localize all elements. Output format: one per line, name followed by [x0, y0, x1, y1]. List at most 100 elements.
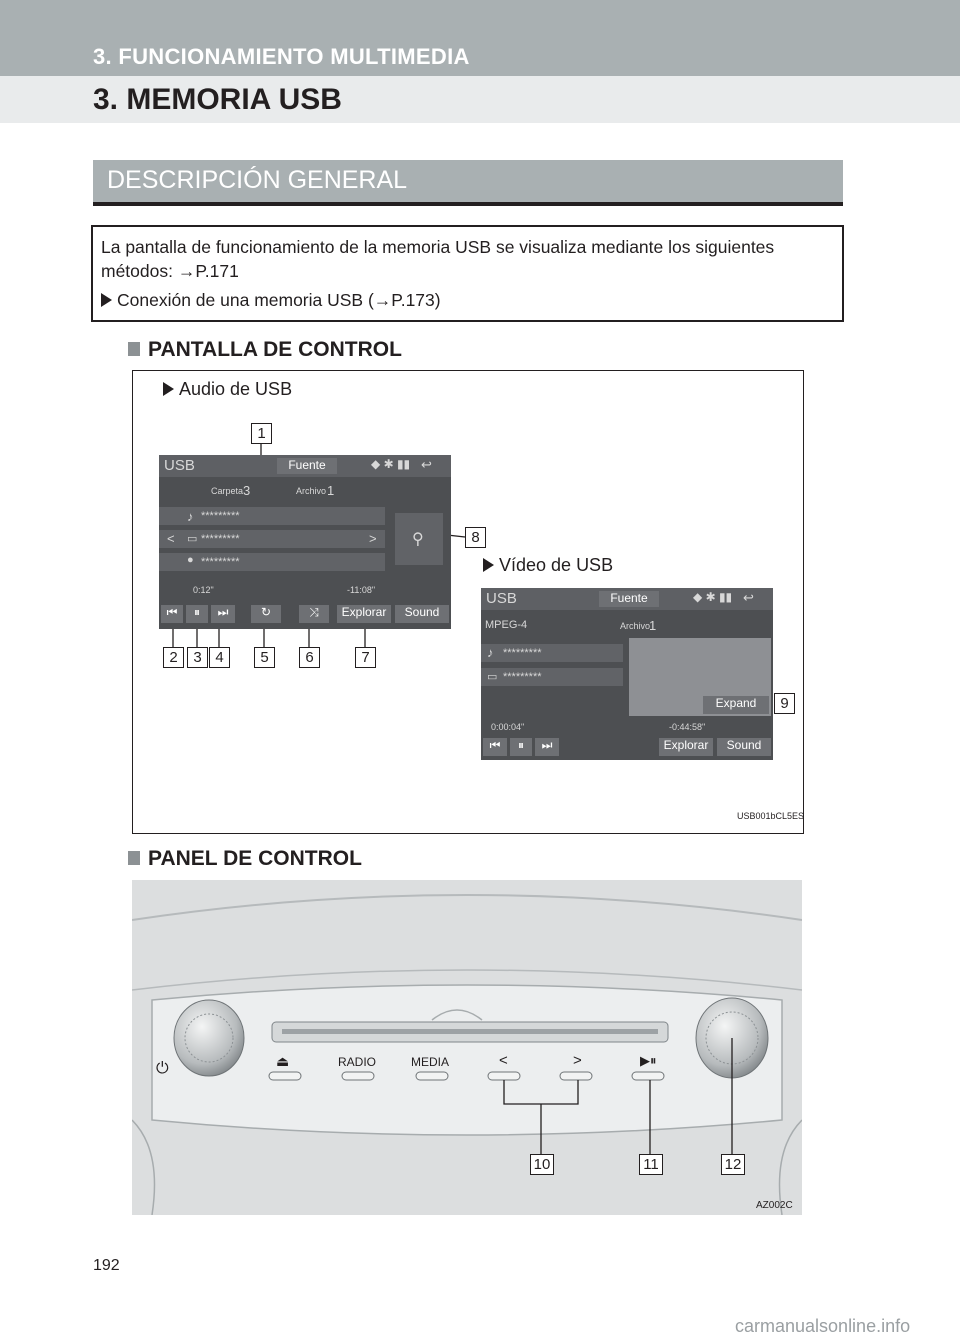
video-track-row-text: *********	[503, 647, 542, 659]
video-file-label: Archivo	[620, 621, 651, 631]
audio-time-remaining: -11:08"	[347, 585, 376, 595]
figure2-code: AZ002C	[756, 1200, 793, 1211]
artist-row[interactable]	[159, 553, 385, 571]
previous-folder-icon[interactable]: <	[167, 531, 175, 546]
callout-1: 1	[251, 423, 272, 444]
video-folder-row[interactable]	[481, 668, 623, 686]
folder-row-text: *********	[201, 533, 240, 545]
usb-icon: ⚲	[412, 531, 424, 548]
topic-title: DESCRIPCIÓN GENERAL	[107, 166, 408, 194]
intro-box: La pantalla de funcionamiento de la memo…	[91, 225, 844, 322]
control-panel-heading-text: PANEL DE CONTROL	[148, 847, 362, 870]
pause-icon[interactable]: ⏸	[186, 605, 208, 623]
audio-source-button[interactable]: Fuente	[277, 458, 337, 474]
music-note-icon: ♪	[187, 509, 194, 524]
video-format: MPEG-4	[485, 619, 528, 631]
callout-3: 3	[187, 647, 208, 668]
figure1-code: USB001bCL5ES	[737, 811, 805, 821]
label-arrow-icon	[483, 558, 494, 572]
back-icon[interactable]: ↩	[743, 590, 754, 605]
play-pause-icon[interactable]: ▶⏸	[640, 1053, 657, 1068]
control-panel-illustration	[132, 894, 802, 1215]
header-band	[0, 0, 960, 76]
video-screen-title: USB	[486, 590, 517, 607]
folder-label: Carpeta	[211, 486, 244, 496]
intro-bullet-text: Conexión de una memoria USB (→P.173)	[117, 290, 441, 310]
repeat-icon[interactable]: ↻	[251, 605, 281, 623]
callout-6: 6	[299, 647, 320, 668]
pause-icon[interactable]: ⏸	[510, 738, 532, 756]
expand-button[interactable]: Expand	[703, 696, 769, 714]
intro-text: La pantalla de funcionamiento de la memo…	[101, 237, 775, 281]
status-icons: ◆ ✱ ▮▮	[371, 457, 411, 471]
next-track-icon[interactable]: ⏭	[535, 738, 559, 756]
video-screen: USB Fuente ◆ ✱ ▮▮ ↩ MPEG-4 Archivo 1 ♪ *…	[481, 588, 773, 760]
callout-2: 2	[163, 647, 184, 668]
square-bullet-icon	[128, 342, 140, 356]
file-label: Archivo	[296, 486, 327, 496]
label-arrow-icon	[163, 382, 174, 396]
screen-figure: Audio de USB 1 USB Fuente ◆ ✱ ▮▮ ↩ Carpe…	[132, 370, 804, 834]
folder-value: 3	[243, 483, 251, 498]
audio-browse-button[interactable]: Explorar	[337, 605, 391, 623]
bullet-arrow-icon	[101, 293, 112, 307]
next-track-icon[interactable]: ⏭	[211, 605, 235, 623]
video-folder-row-text: *********	[503, 671, 542, 683]
callout-4: 4	[209, 647, 230, 668]
video-browse-button[interactable]: Explorar	[659, 738, 713, 756]
title-band	[0, 76, 960, 123]
control-panel-heading: PANEL DE CONTROL	[128, 847, 362, 871]
previous-track-icon[interactable]: ⏮	[161, 605, 183, 623]
control-screen-heading-text: PANTALLA DE CONTROL	[148, 338, 402, 361]
callout-8: 8	[465, 527, 486, 548]
usb-device-image	[395, 513, 443, 565]
track-row[interactable]	[159, 507, 385, 525]
seek-back-icon[interactable]: <	[499, 1052, 508, 1069]
audio-usb-label: Audio de USB	[163, 379, 292, 400]
video-file-value: 1	[649, 618, 657, 633]
callout-12: 12	[721, 1154, 745, 1175]
radio-button[interactable]: RADIO	[338, 1055, 377, 1069]
next-folder-icon[interactable]: >	[369, 531, 377, 546]
power-icon[interactable]: ⏻	[156, 1060, 169, 1077]
folder-row[interactable]	[159, 530, 385, 548]
track-row-text: *********	[201, 510, 240, 522]
audio-screen-title: USB	[164, 457, 195, 474]
audio-sound-button[interactable]: Sound	[395, 605, 449, 623]
callout-5: 5	[254, 647, 275, 668]
eject-icon[interactable]: ⏏	[276, 1053, 290, 1069]
audio-usb-label-text: Audio de USB	[179, 379, 293, 399]
callout-9: 9	[774, 693, 795, 714]
video-time-remaining: -0:44:58"	[669, 722, 706, 732]
file-value: 1	[327, 483, 335, 498]
previous-track-icon[interactable]: ⏮	[483, 738, 507, 756]
callout-10: 10	[530, 1154, 554, 1175]
seek-forward-icon[interactable]: >	[573, 1052, 582, 1069]
video-usb-label: Vídeo de USB	[483, 555, 613, 576]
watermark: carmanualsonline.info	[735, 1316, 911, 1336]
control-screen-heading: PANTALLA DE CONTROL	[128, 338, 402, 362]
media-button[interactable]: MEDIA	[411, 1055, 450, 1069]
video-usb-label-text: Vídeo de USB	[499, 555, 614, 575]
audio-time-elapsed: 0:12"	[193, 585, 214, 595]
intro-bullet: Conexión de una memoria USB (→P.173)	[101, 290, 441, 311]
folder-icon: ▭	[487, 671, 498, 683]
page-number: 192	[93, 1257, 120, 1274]
status-icons: ◆ ✱ ▮▮	[693, 590, 733, 604]
back-icon[interactable]: ↩	[421, 457, 432, 472]
video-source-button[interactable]: Fuente	[599, 591, 659, 607]
music-note-icon: ♪	[487, 645, 494, 660]
artist-icon: ●	[187, 554, 194, 566]
audio-screen: USB Fuente ◆ ✱ ▮▮ ↩ Carpeta 3 Archivo 1 …	[159, 455, 451, 629]
shuffle-icon[interactable]: ⤨	[299, 605, 329, 623]
video-sound-button[interactable]: Sound	[717, 738, 771, 756]
section-label: 3. FUNCIONAMIENTO MULTIMEDIA	[93, 44, 470, 69]
control-panel-figure: ⏻ ⏏ RADIO MEDIA < > ▶⏸ 10 11 12 AZ002C	[132, 880, 802, 1215]
callout-7: 7	[355, 647, 376, 668]
artist-row-text: *********	[201, 556, 240, 568]
video-track-row[interactable]	[481, 644, 623, 662]
folder-icon: ▭	[187, 533, 198, 545]
topic-bar: DESCRIPCIÓN GENERAL	[93, 160, 843, 206]
video-time-elapsed: 0:00:04"	[491, 722, 525, 732]
callout-11: 11	[639, 1154, 663, 1175]
